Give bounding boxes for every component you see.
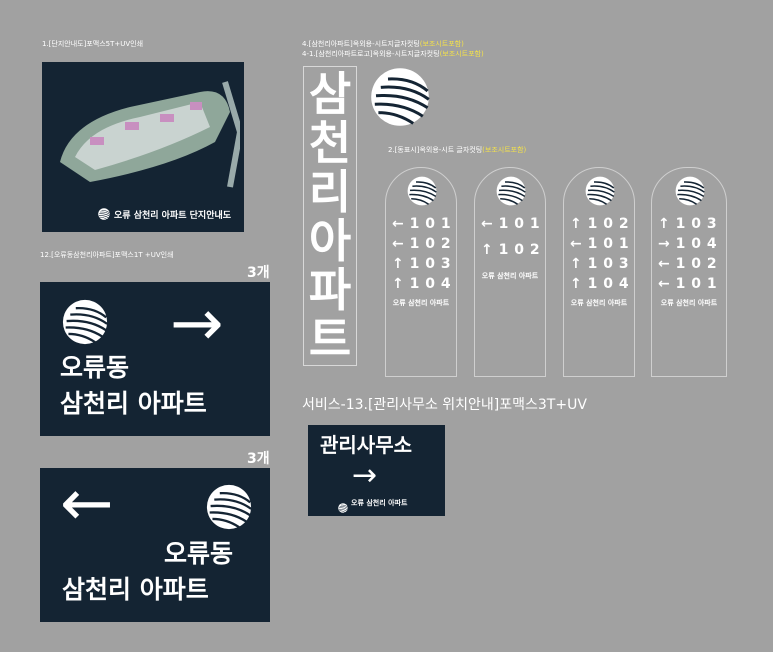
brand-name: 오류 삼천리 아파트 — [660, 299, 718, 307]
office-title: 관리사무소 — [320, 433, 412, 457]
map-label: 1.[단지안내도]포맥스5T+UV인쇄 — [42, 40, 144, 48]
direction-row: ↑ 1 0 4 — [570, 276, 630, 292]
brand-name: 오류 삼천리 아파트 — [392, 299, 450, 307]
sign1-line1: 오류동 — [60, 353, 130, 382]
dong-sign-104: ↑ 1 0 3 → 1 0 4 ← 1 0 2 ← 1 0 1 오류 삼천리 아파트 — [651, 167, 727, 377]
arrow-left-icon: ← — [60, 467, 114, 541]
sign2-line1: 오류동 — [164, 539, 234, 568]
office-brand: 오류 삼천리 아파트 — [351, 499, 408, 507]
arrow-right-icon: → — [352, 458, 378, 493]
service-label: 서비스-13.[관리사무소 위치안내]포맥스3T+UV — [302, 397, 587, 413]
vertical-char: 아 — [308, 214, 352, 268]
direction-row: ↑ 1 0 3 — [570, 256, 630, 272]
office-sign-panel: 관리사무소 → 오류 삼천리 아파트 — [308, 425, 445, 516]
map-title: 오류 삼천리 아파트 단지안내도 — [114, 211, 232, 221]
logo-icon — [62, 299, 108, 345]
vertical-char: 천 — [308, 116, 352, 170]
sign12-label: 12.[오류동삼천리아파트]포맥스1T +UV인쇄 — [40, 251, 174, 259]
direction-row: ← 1 0 1 — [481, 216, 541, 232]
logo-icon — [338, 503, 348, 513]
direction-row: ← 1 0 2 — [658, 256, 718, 272]
logo-icon — [675, 176, 705, 206]
logo-icon — [496, 176, 526, 206]
dong-sign-101: ← 1 0 1 ← 1 0 2 ↑ 1 0 3 ↑ 1 0 4 오류 삼천리 아파트 — [385, 167, 457, 377]
direction-row: ↑ 1 0 3 — [658, 216, 718, 232]
direction-row: ← 1 0 1 — [658, 276, 718, 292]
sign2-panel: ← 오류동 삼천리 아파트 — [40, 468, 270, 622]
vertical-label: 4.[삼천리아파트]옥외용-시트지글자컷팅(보조시트포함) — [302, 40, 464, 48]
complex-map-image — [60, 81, 240, 188]
logo-icon — [98, 208, 110, 220]
vertical-char: 리 — [308, 165, 352, 219]
logo-icon — [585, 176, 615, 206]
logo-icon — [407, 176, 437, 206]
direction-row: ← 1 0 1 — [570, 236, 630, 252]
large-logo-icon — [370, 67, 430, 127]
direction-row: ↑ 1 0 4 — [392, 276, 452, 292]
dong-sign-102: ← 1 0 1 ↑ 1 0 2 오류 삼천리 아파트 — [474, 167, 546, 377]
brand-name: 오류 삼천리 아파트 — [481, 272, 539, 280]
vertical-char: 삼 — [308, 67, 352, 121]
direction-row: → 1 0 4 — [658, 236, 718, 252]
sign2-qty: 3개 — [247, 451, 270, 467]
vertical-sign: 삼 천 리 아 파 트 — [303, 66, 357, 366]
logo-icon — [206, 484, 252, 530]
direction-row: ↑ 1 0 3 — [392, 256, 452, 272]
vertical-char: 트 — [308, 312, 352, 366]
dong-sign-103: ↑ 1 0 2 ← 1 0 1 ↑ 1 0 3 ↑ 1 0 4 오류 삼천리 아파트 — [563, 167, 635, 377]
sign1-panel: → 오류동 삼천리 아파트 — [40, 282, 270, 436]
direction-row: ← 1 0 2 — [392, 236, 452, 252]
direction-row: ← 1 0 1 — [392, 216, 452, 232]
vertical-char: 파 — [308, 263, 352, 317]
brand-name: 오류 삼천리 아파트 — [570, 299, 628, 307]
sign1-qty: 3개 — [247, 265, 270, 281]
sign1-line2: 삼천리 아파트 — [60, 389, 207, 418]
direction-row: ↑ 1 0 2 — [481, 242, 541, 258]
direction-row: ↑ 1 0 2 — [570, 216, 630, 232]
sign2-line2: 삼천리 아파트 — [62, 575, 209, 604]
arrow-right-icon: → — [170, 287, 224, 361]
logo-label: 4-1.[삼천리아파트로고]옥외용-시트지글자컷팅(보조시트포함) — [302, 50, 484, 58]
complex-map-panel: 오류 삼천리 아파트 단지안내도 — [42, 62, 244, 232]
dong-label: 2.[동표시]옥외용-시트 글자컷팅(보조시트포함) — [388, 146, 527, 154]
